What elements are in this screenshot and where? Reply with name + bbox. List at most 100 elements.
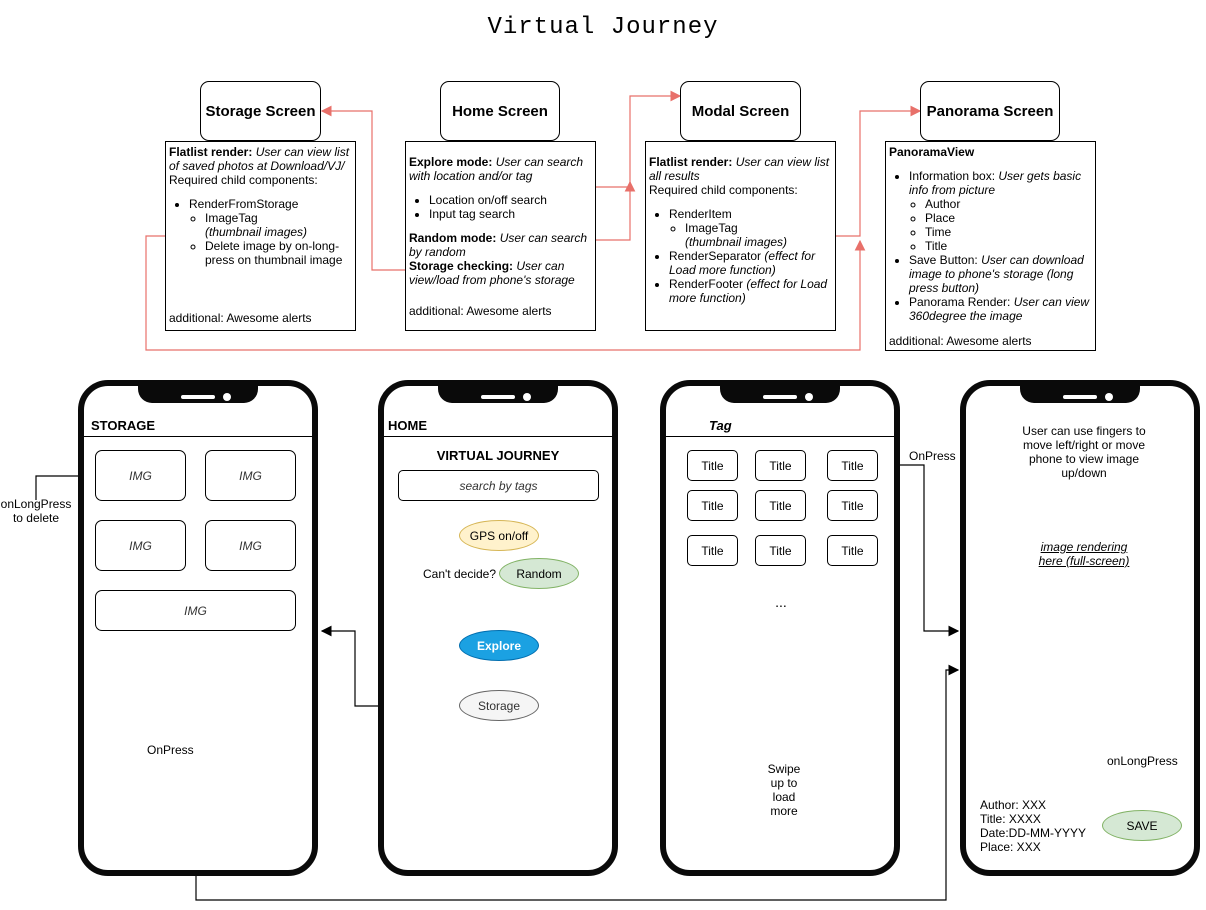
additional-text: additional: Awesome alerts bbox=[409, 304, 552, 318]
thumbnail-image[interactable]: IMG bbox=[205, 520, 296, 571]
phone-notch bbox=[720, 385, 840, 403]
header-divider bbox=[384, 436, 612, 437]
flatlist-text: User can view list all results bbox=[649, 155, 830, 183]
random-text: User can search by random bbox=[409, 231, 588, 259]
thumbnail-image[interactable]: IMG bbox=[95, 520, 186, 571]
page-title: Virtual Journey bbox=[487, 14, 719, 41]
arrow-home-to-storage bbox=[320, 105, 405, 271]
phone-notch bbox=[438, 385, 558, 403]
random-label: Random mode: bbox=[409, 231, 497, 245]
list-item: Panorama Render: bbox=[909, 295, 1011, 309]
gps-toggle-button[interactable]: GPS on/off bbox=[459, 520, 539, 551]
storage-button[interactable]: Storage bbox=[459, 690, 539, 721]
list-item: Save Button: bbox=[909, 253, 978, 267]
arrow-longpress-to-img bbox=[35, 470, 97, 500]
required-text: Required child components: bbox=[169, 173, 318, 187]
modal-screen-title: Modal Screen bbox=[680, 81, 801, 141]
tag-item[interactable]: Title bbox=[687, 535, 738, 566]
additional-text: additional: Awesome alerts bbox=[169, 311, 312, 325]
onlongpress-label: onLongPress bbox=[1107, 754, 1178, 768]
additional-text: additional: Awesome alerts bbox=[889, 334, 1032, 348]
flatlist-label: Flatlist render: bbox=[649, 155, 733, 169]
list-item: Place bbox=[925, 211, 1092, 225]
ellipsis: ... bbox=[775, 594, 787, 610]
thumbnail-image[interactable]: IMG bbox=[95, 590, 296, 631]
panorama-header: PanoramaView bbox=[889, 145, 975, 159]
save-button[interactable]: SAVE bbox=[1102, 810, 1182, 841]
tag-item[interactable]: Title bbox=[755, 490, 806, 521]
flatlist-label: Flatlist render: bbox=[169, 145, 253, 159]
phone-notch bbox=[1020, 385, 1140, 403]
list-item-note: (thumbnail images) bbox=[205, 225, 308, 239]
title-text: Title: XXXX bbox=[980, 812, 1041, 826]
instructions-text: User can use fingers to move left/right … bbox=[1022, 424, 1146, 480]
list-item: Information box: bbox=[909, 169, 996, 183]
list-item: Author bbox=[925, 197, 1092, 211]
tag-item[interactable]: Title bbox=[687, 490, 738, 521]
phone-speaker bbox=[1063, 395, 1097, 399]
list-item: Title bbox=[925, 239, 1092, 253]
tag-item[interactable]: Title bbox=[827, 490, 878, 521]
phone-speaker bbox=[181, 395, 215, 399]
explore-label: Explore mode: bbox=[409, 155, 493, 169]
thumbnail-image[interactable]: IMG bbox=[205, 450, 296, 501]
header-divider bbox=[666, 436, 894, 437]
list-item: ImageTag bbox=[685, 221, 738, 235]
phone-speaker bbox=[481, 395, 515, 399]
phone-panorama: User can use fingers to move left/right … bbox=[960, 380, 1200, 876]
explore-text: User can search with location and/or tag bbox=[409, 155, 584, 183]
tag-item[interactable]: Title bbox=[755, 535, 806, 566]
panorama-description: PanoramaView Information box: User gets … bbox=[885, 141, 1096, 351]
header-divider bbox=[84, 436, 312, 437]
screen-header: HOME bbox=[388, 418, 427, 433]
storage-screen-title: Storage Screen bbox=[200, 81, 321, 141]
list-item-note: (effect for Load more function) bbox=[669, 249, 816, 277]
storage-description: Flatlist render: User can view list of s… bbox=[165, 141, 356, 331]
phone-notch bbox=[138, 385, 258, 403]
phone-home: HOME VIRTUAL JOURNEY search by tags GPS … bbox=[378, 380, 618, 876]
list-item: ImageTag bbox=[205, 211, 258, 225]
phone-camera bbox=[805, 393, 813, 401]
phone-camera bbox=[1105, 393, 1113, 401]
list-item: Time bbox=[925, 225, 1092, 239]
tag-item[interactable]: Title bbox=[687, 450, 738, 481]
list-item: Delete image by on-long-press on thumbna… bbox=[205, 239, 343, 267]
search-input[interactable]: search by tags bbox=[398, 470, 599, 501]
place-text: Place: XXX bbox=[980, 840, 1041, 854]
list-item: RenderFromStorage bbox=[189, 197, 299, 211]
phone-speaker bbox=[763, 395, 797, 399]
swipe-label: Swipe up to load more bbox=[767, 762, 801, 818]
panorama-screen-title: Panorama Screen bbox=[920, 81, 1060, 141]
list-item-text: User can view 360degree the image bbox=[909, 295, 1090, 323]
cant-decide-label: Can't decide? bbox=[423, 567, 497, 581]
phone-camera bbox=[523, 393, 531, 401]
image-render-area[interactable]: image rendering here (full-screen) bbox=[1038, 540, 1130, 568]
arrow-home-explore-to-modal bbox=[596, 180, 636, 192]
list-item: RenderFooter bbox=[669, 277, 744, 291]
explore-button[interactable]: Explore bbox=[459, 630, 539, 661]
app-title: VIRTUAL JOURNEY bbox=[436, 448, 560, 463]
list-item: RenderSeparator bbox=[669, 249, 762, 263]
arrow-storage-to-panorama bbox=[145, 235, 866, 351]
list-item-text: User gets basic info from picture bbox=[909, 169, 1082, 197]
list-item: Input tag search bbox=[429, 207, 592, 221]
list-item: RenderItem bbox=[669, 207, 732, 221]
tag-item[interactable]: Title bbox=[827, 535, 878, 566]
storage-check-text: User can view/load from phone's storage bbox=[409, 259, 575, 287]
image-info: Author: XXX Title: XXXX Date:DD-MM-YYYY … bbox=[980, 798, 1086, 854]
storage-check-label: Storage checking: bbox=[409, 259, 514, 273]
onlongpress-delete-label: onLongPress to delete bbox=[0, 497, 72, 525]
onpress-label: OnPress bbox=[147, 743, 194, 757]
flatlist-text: User can view list of saved photos at Do… bbox=[169, 145, 350, 173]
list-item-note: (thumbnail images) bbox=[685, 235, 788, 249]
home-screen-title: Home Screen bbox=[440, 81, 560, 141]
random-button[interactable]: Random bbox=[499, 558, 579, 589]
screen-header: STORAGE bbox=[91, 418, 156, 433]
arrow-home-to-modal bbox=[596, 90, 682, 241]
tag-item[interactable]: Title bbox=[827, 450, 878, 481]
home-description: Explore mode: User can search with locat… bbox=[405, 141, 596, 331]
tag-item[interactable]: Title bbox=[755, 450, 806, 481]
thumbnail-image[interactable]: IMG bbox=[95, 450, 186, 501]
modal-description: Flatlist render: User can view list all … bbox=[645, 141, 836, 331]
phone-storage: STORAGE IMG IMG IMG IMG IMG OnPress bbox=[78, 380, 318, 876]
